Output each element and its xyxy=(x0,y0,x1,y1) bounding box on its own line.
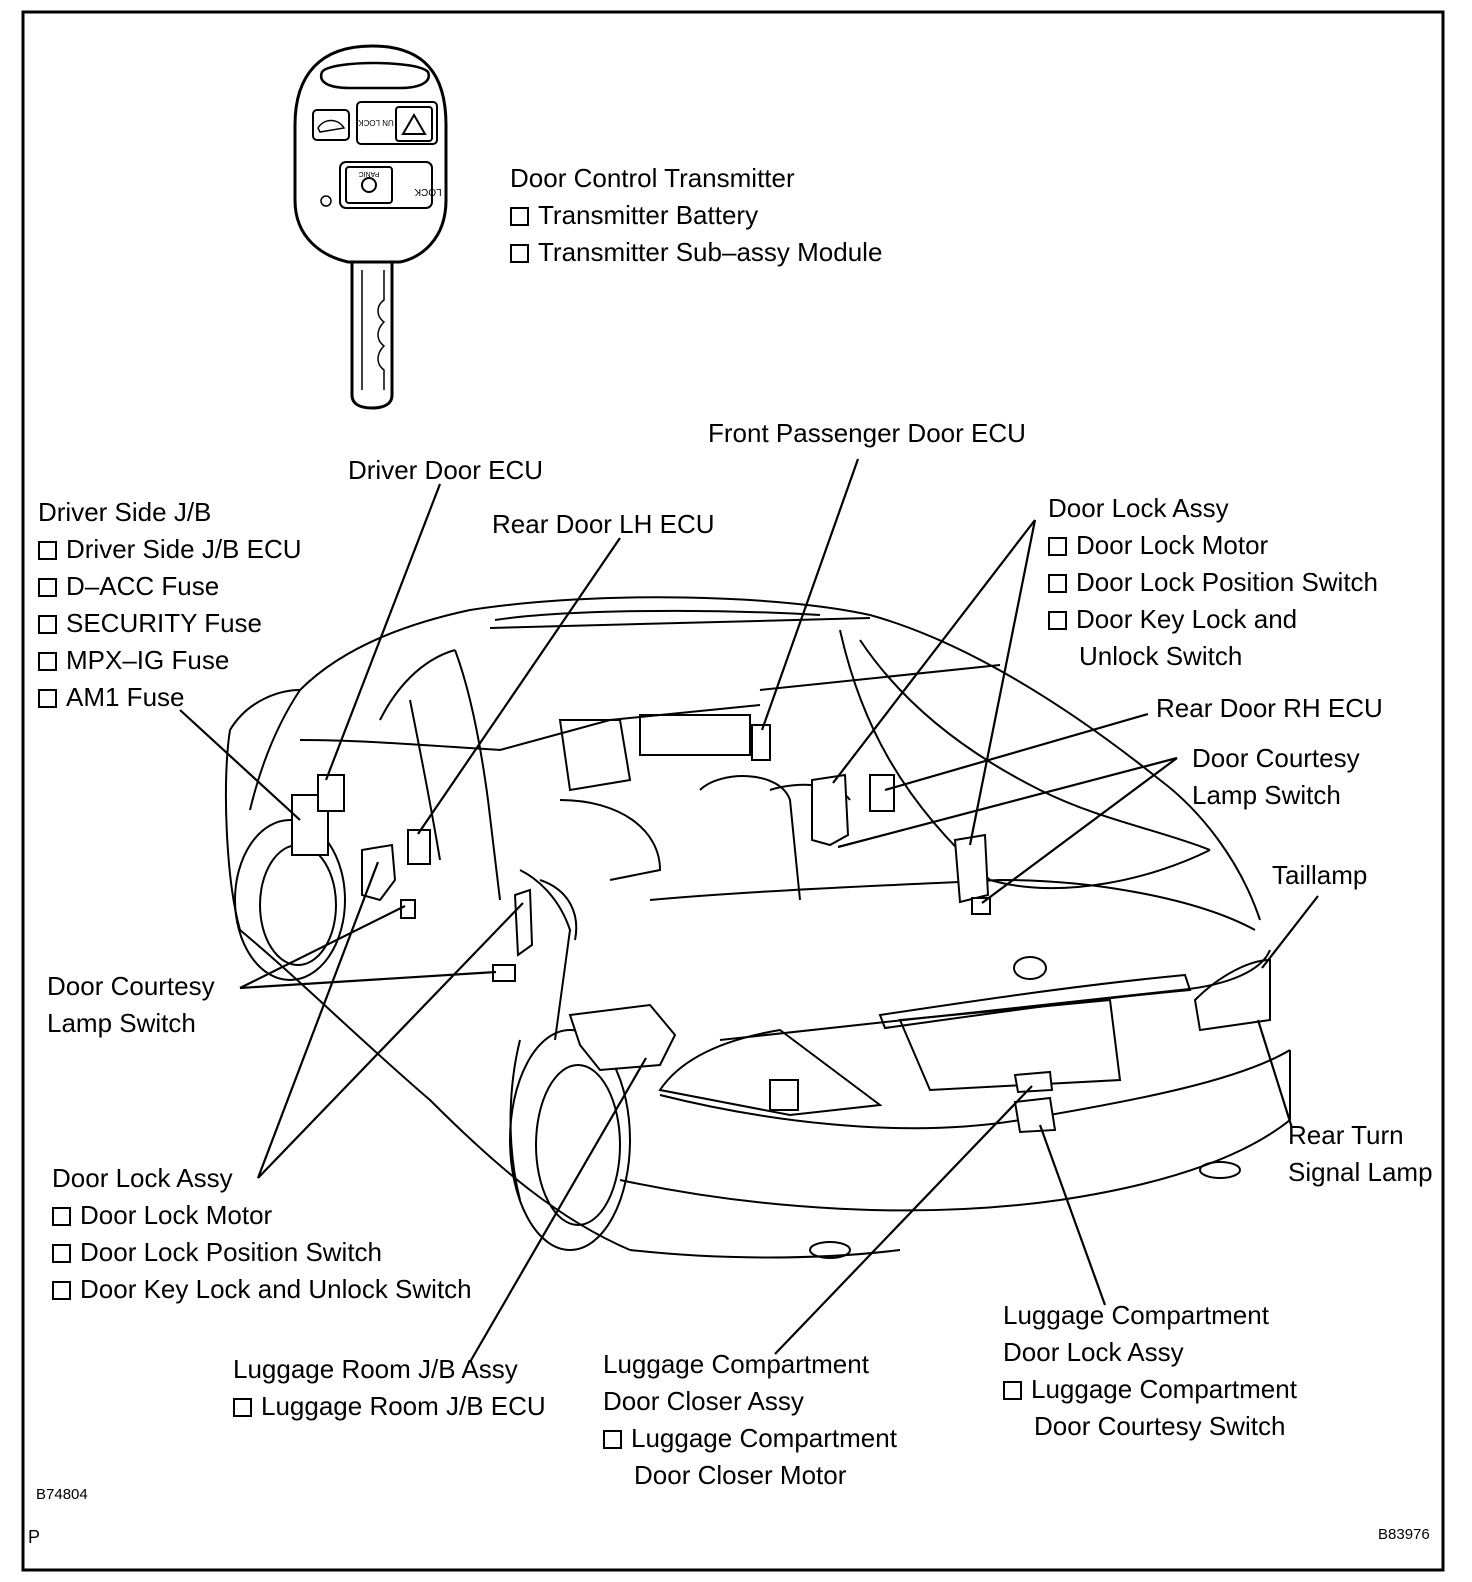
page-marker: P xyxy=(28,1527,41,1547)
door-lock-assy-left-title: Door Lock Assy xyxy=(52,1163,233,1193)
car-body-drawing xyxy=(224,596,1291,1259)
luggage-closer-label: Luggage Compartment Door Closer Assy Lug… xyxy=(603,1346,897,1494)
driver-jb-item: Driver Side J/B ECU xyxy=(38,531,302,568)
checkbox-icon xyxy=(38,578,57,597)
luggage-lock-title1: Luggage Compartment xyxy=(1003,1300,1269,1330)
door-lock-right-rear-part xyxy=(953,833,990,904)
door-lock-right-item: Door Key Lock and xyxy=(1048,601,1378,638)
door-lock-left-item: Door Key Lock and Unlock Switch xyxy=(52,1271,472,1308)
door-lock-right-item: Door Lock Motor xyxy=(1048,527,1378,564)
courtesy-switch-left-front xyxy=(400,899,416,919)
luggage-lock-item: Luggage Compartment xyxy=(1003,1371,1297,1408)
luggage-jb-title: Luggage Room J/B Assy xyxy=(233,1354,518,1384)
checkbox-icon xyxy=(38,615,57,634)
taillamp-label: Taillamp xyxy=(1272,860,1368,890)
transmitter-item-module: Transmitter Sub–assy Module xyxy=(510,234,882,271)
checkbox-icon xyxy=(510,207,529,226)
door-lock-rear-left-part xyxy=(513,888,534,957)
driver-jb-label: Driver Side J/B Driver Side J/B ECU D–AC… xyxy=(38,494,302,716)
checkbox-icon xyxy=(52,1244,71,1263)
checkbox-icon xyxy=(1003,1381,1022,1400)
checkbox-icon xyxy=(233,1398,252,1417)
transmitter-item-battery: Transmitter Battery xyxy=(510,197,882,234)
door-lock-left-part xyxy=(361,843,397,902)
door-lock-left-item: Door Lock Position Switch xyxy=(52,1234,472,1271)
figure-border xyxy=(21,10,1445,1572)
driver-door-ecu-label: Driver Door ECU xyxy=(348,455,544,485)
checkbox-icon xyxy=(1048,574,1067,593)
luggage-closer-item: Luggage Compartment xyxy=(603,1420,897,1457)
courtesy-switch-right-rear xyxy=(971,897,991,915)
key-label-unlock: UN LOCK xyxy=(358,118,394,127)
rear-door-lh-ecu-part xyxy=(407,829,431,865)
luggage-lock-item-cont: Door Courtesy Switch xyxy=(1034,1411,1286,1441)
driver-door-ecu-part xyxy=(317,774,345,812)
rear-turn-line1: Rear Turn xyxy=(1288,1120,1404,1150)
checkbox-icon xyxy=(603,1430,622,1449)
luggage-closer-part xyxy=(1013,1070,1054,1094)
rear-turn-line2: Signal Lamp xyxy=(1288,1157,1433,1187)
front-passenger-ecu-part xyxy=(751,724,771,761)
driver-jb-item: D–ACC Fuse xyxy=(38,568,302,605)
door-lock-assy-right-title: Door Lock Assy xyxy=(1048,493,1229,523)
luggage-closer-title2: Door Closer Assy xyxy=(603,1386,804,1416)
door-courtesy-right-line2: Lamp Switch xyxy=(1192,780,1341,810)
key-label-lock: LOCK xyxy=(414,186,442,197)
door-lock-right-item: Door Lock Position Switch xyxy=(1048,564,1378,601)
checkbox-icon xyxy=(38,689,57,708)
luggage-jb-item: Luggage Room J/B ECU xyxy=(233,1388,546,1425)
rear-turn-signal-label: Rear Turn Signal Lamp xyxy=(1288,1117,1433,1191)
transmitter-key-drawing xyxy=(293,44,448,410)
front-passenger-door-ecu-label: Front Passenger Door ECU xyxy=(708,418,1026,448)
component-parts xyxy=(291,724,1057,1134)
luggage-lock-part xyxy=(1013,1096,1057,1134)
checkbox-icon xyxy=(38,541,57,560)
checkbox-icon xyxy=(38,652,57,671)
leader-lines xyxy=(179,458,1319,1363)
door-courtesy-right-line1: Door Courtesy xyxy=(1192,743,1360,773)
luggage-jb-label: Luggage Room J/B Assy Luggage Room J/B E… xyxy=(233,1351,546,1425)
document-code: B83976 xyxy=(1378,1526,1430,1543)
door-lock-right-front-part xyxy=(811,773,850,847)
driver-jb-item: AM1 Fuse xyxy=(38,679,302,716)
door-courtesy-left-line2: Lamp Switch xyxy=(47,1008,196,1038)
checkbox-icon xyxy=(1048,537,1067,556)
door-lock-right-item-cont: Unlock Switch xyxy=(1079,641,1243,671)
luggage-jb-part xyxy=(568,1003,677,1072)
key-label-panic: PANIC xyxy=(359,170,380,177)
luggage-closer-item-cont: Door Closer Motor xyxy=(634,1460,847,1490)
rear-door-lh-ecu-label: Rear Door LH ECU xyxy=(492,509,715,539)
checkbox-icon xyxy=(52,1281,71,1300)
transmitter-label: Door Control Transmitter Transmitter Bat… xyxy=(510,160,882,271)
checkbox-icon xyxy=(1048,611,1067,630)
luggage-closer-title1: Luggage Compartment xyxy=(603,1349,869,1379)
door-lock-left-item: Door Lock Motor xyxy=(52,1197,472,1234)
rear-door-rh-ecu-label: Rear Door RH ECU xyxy=(1156,693,1383,723)
rear-door-rh-ecu-part xyxy=(869,774,895,812)
door-lock-assy-right-label: Door Lock Assy Door Lock Motor Door Lock… xyxy=(1048,490,1378,675)
driver-jb-item: SECURITY Fuse xyxy=(38,605,302,642)
figure-code: B74804 xyxy=(36,1486,88,1503)
driver-jb-title: Driver Side J/B xyxy=(38,497,212,527)
checkbox-icon xyxy=(52,1207,71,1226)
courtesy-switch-left-rear xyxy=(492,964,516,982)
luggage-lock-title2: Door Lock Assy xyxy=(1003,1337,1184,1367)
door-courtesy-left-label: Door Courtesy Lamp Switch xyxy=(47,968,215,1042)
luggage-lock-label: Luggage Compartment Door Lock Assy Lugga… xyxy=(1003,1297,1297,1445)
door-lock-assy-left-label: Door Lock Assy Door Lock Motor Door Lock… xyxy=(52,1160,472,1308)
door-courtesy-left-line1: Door Courtesy xyxy=(47,971,215,1001)
transmitter-title: Door Control Transmitter xyxy=(510,163,795,193)
door-courtesy-right-label: Door Courtesy Lamp Switch xyxy=(1192,740,1360,814)
checkbox-icon xyxy=(510,244,529,263)
driver-jb-item: MPX–IG Fuse xyxy=(38,642,302,679)
